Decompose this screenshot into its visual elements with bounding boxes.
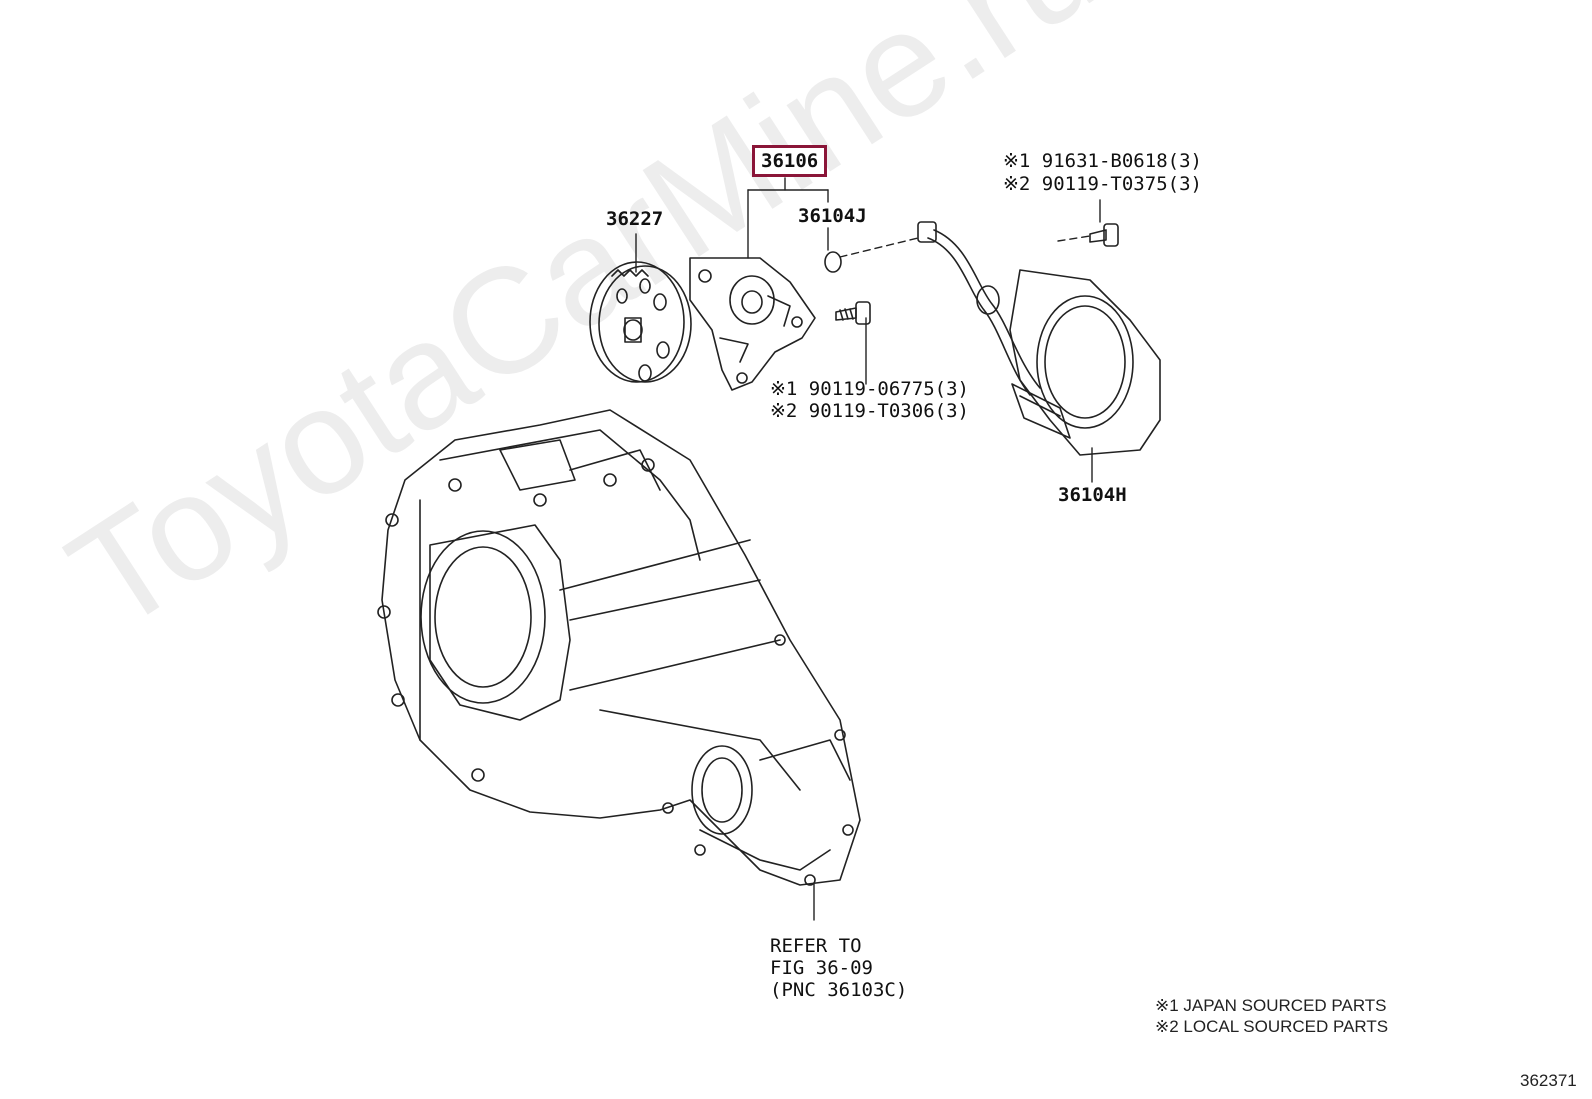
o-ring-36104J [824, 251, 842, 273]
oil-pump-36106 [689, 257, 816, 391]
bolt-mid-part-1[interactable]: ※1 90119-06775(3) [770, 378, 969, 400]
part-label-36106[interactable]: 36106 [752, 145, 828, 177]
transfer-case-housing [377, 409, 861, 886]
part-label-36104H[interactable]: 36104H [1058, 484, 1127, 506]
bolt-middle [835, 301, 871, 325]
gear-36227 [589, 261, 692, 383]
legend-japan: ※1 JAPAN SOURCED PARTS [1155, 996, 1387, 1015]
refer-line-3: (PNC 36103C) [770, 979, 908, 1001]
bolt-mid-part-2[interactable]: ※2 90119-T0306(3) [770, 400, 969, 422]
part-label-36104J[interactable]: 36104J [798, 205, 867, 227]
bolt-top-part-2[interactable]: ※2 90119-T0375(3) [1003, 173, 1202, 195]
bolt-top-part-1[interactable]: ※1 91631-B0618(3) [1003, 150, 1202, 172]
bolt-top [1089, 223, 1119, 247]
leader-lines [635, 177, 1101, 921]
part-label-36227[interactable]: 36227 [606, 208, 664, 230]
refer-line-2: FIG 36-09 [770, 957, 873, 979]
figure-number: 362371 [1520, 1071, 1577, 1090]
cover-plate-36104H [917, 221, 1161, 456]
legend-local: ※2 LOCAL SOURCED PARTS [1155, 1017, 1389, 1036]
refer-line-1: REFER TO [770, 935, 862, 957]
